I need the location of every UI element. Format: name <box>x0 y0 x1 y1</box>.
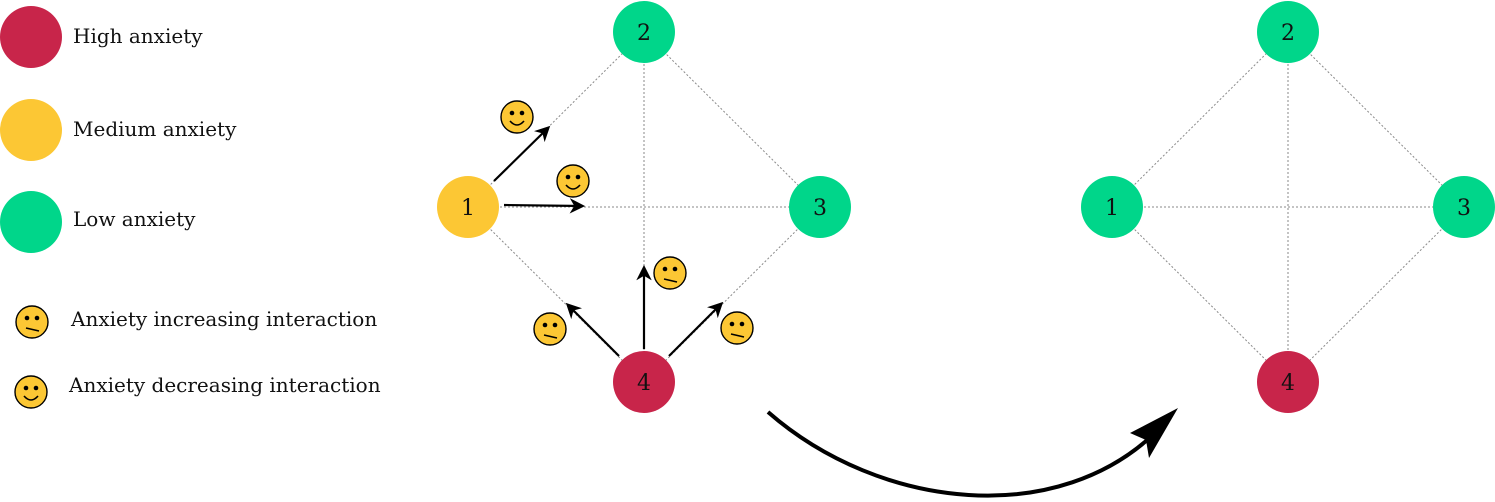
legend-high-swatch <box>0 6 62 68</box>
edge-3-4 <box>1287 206 1465 383</box>
node-2-circle <box>613 1 675 63</box>
increasing-face-icon <box>653 256 687 290</box>
left-graph-faces <box>500 100 754 346</box>
increasing-face-icon <box>720 311 754 345</box>
edge-1-4 <box>467 206 645 383</box>
node-1-label: 1 <box>461 196 475 221</box>
node-3: 3 <box>789 176 851 238</box>
decreasing-face-icon <box>556 164 590 198</box>
decreasing-face-icon <box>500 100 534 134</box>
node-3-label: 3 <box>1457 196 1471 221</box>
node-3: 3 <box>1433 176 1495 238</box>
transition-arrow-head <box>1130 408 1178 458</box>
transition-arrow-curve <box>766 410 1162 498</box>
node-1-circle <box>1081 176 1143 238</box>
node-4-label: 4 <box>637 371 651 396</box>
left-graph-nodes: 1 2 3 4 <box>437 1 851 413</box>
edge-2-3 <box>1287 31 1465 208</box>
node-4-label: 4 <box>1281 371 1295 396</box>
legend-increasing-face-icon <box>15 305 49 339</box>
legend-low-label: Low anxiety <box>73 207 196 231</box>
right-graph-nodes: 1 2 3 4 <box>1081 1 1495 413</box>
edge-1-4 <box>1111 206 1289 383</box>
legend-medium-swatch <box>0 99 62 161</box>
legend-increasing-label: Anxiety increasing interaction <box>70 307 377 331</box>
node-1-circle <box>437 176 499 238</box>
edge-1-2 <box>1111 31 1289 208</box>
node-4-circle <box>1257 351 1319 413</box>
node-3-circle <box>1433 176 1495 238</box>
edge-3-4 <box>643 206 821 383</box>
node-2-label: 2 <box>637 21 651 46</box>
node-2-circle <box>1257 1 1319 63</box>
node-2: 2 <box>613 1 675 63</box>
transition-arrow <box>766 408 1178 498</box>
node-2: 2 <box>1257 1 1319 63</box>
node-4: 4 <box>613 351 675 413</box>
arrow-4-to-1 <box>565 302 620 357</box>
increasing-face-icon <box>533 312 567 346</box>
left-graph-arrows <box>493 125 724 357</box>
right-graph-edges <box>1111 31 1465 383</box>
edge-2-3 <box>643 31 821 208</box>
arrow-1-to-2 <box>493 125 551 182</box>
legend-low-swatch <box>0 191 62 253</box>
node-4-circle <box>613 351 675 413</box>
node-1: 1 <box>437 176 499 238</box>
legend-decreasing-label: Anxiety decreasing interaction <box>68 373 381 397</box>
legend-high-label: High anxiety <box>73 24 203 48</box>
arrow-1-to-3 <box>503 198 586 214</box>
node-1-label: 1 <box>1105 196 1119 221</box>
node-3-circle <box>789 176 851 238</box>
legend-medium-label: Medium anxiety <box>73 117 237 141</box>
legend-decreasing-face-icon <box>14 375 48 409</box>
arrow-4-to-3 <box>668 301 724 357</box>
node-3-label: 3 <box>813 196 827 221</box>
legend: High anxiety Medium anxiety Low anxiety … <box>0 6 381 409</box>
left-graph: 1 2 3 4 <box>437 1 851 413</box>
right-graph: 1 2 3 4 <box>1081 1 1495 413</box>
node-4: 4 <box>1257 351 1319 413</box>
node-1: 1 <box>1081 176 1143 238</box>
node-2-label: 2 <box>1281 21 1295 46</box>
